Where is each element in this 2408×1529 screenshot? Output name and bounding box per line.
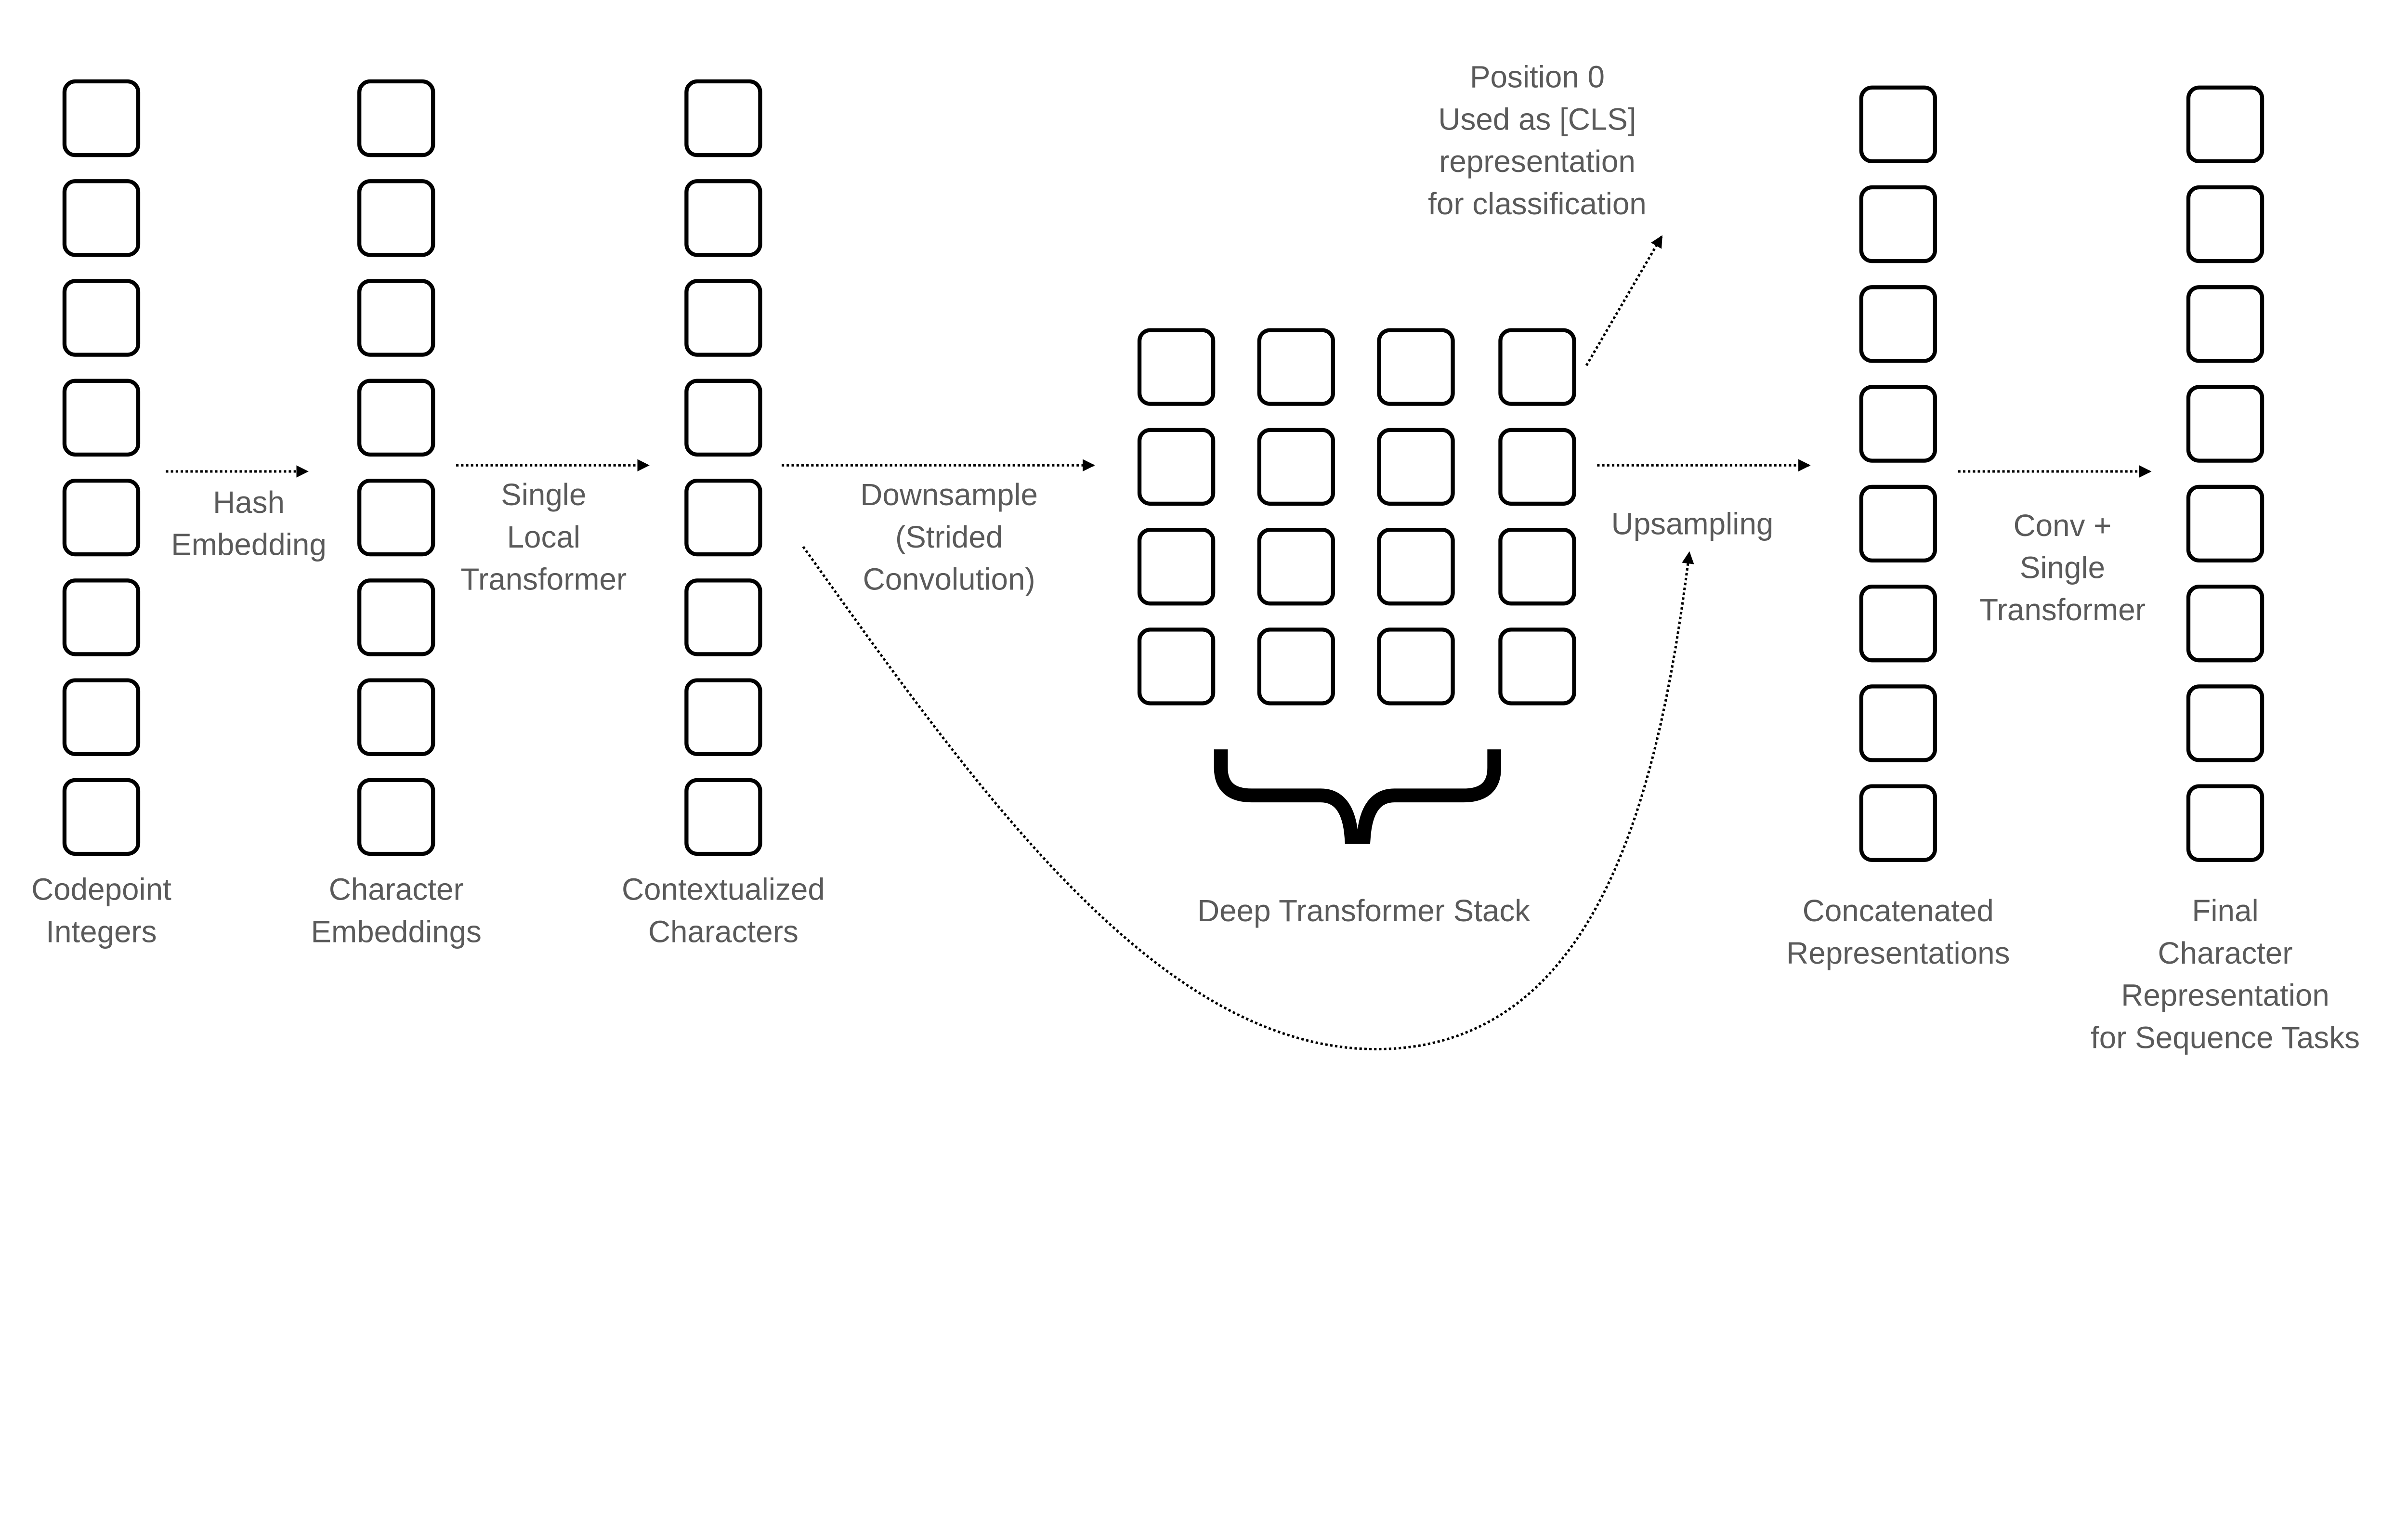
cls-note: for classification — [1428, 186, 1647, 221]
canine-architecture-diagram: CodepointIntegersCharacterEmbeddingsCont… — [31, 60, 2360, 1055]
downsample-label: Convolution) — [863, 562, 1035, 596]
vector-box-contextualized — [684, 678, 762, 756]
downsample-label: (Strided — [895, 520, 1003, 554]
vector-box-final — [2186, 784, 2264, 862]
residual-skip-arrow — [802, 546, 1694, 1051]
transformer-stack-box — [1257, 527, 1335, 606]
transformer-stack-box — [1377, 527, 1455, 606]
transformer-stack-box — [1137, 627, 1216, 706]
conv-transformer-label: Transformer — [1979, 592, 2146, 627]
vector-box-codepoint — [62, 678, 141, 756]
vector-box-contextualized — [684, 478, 762, 557]
transformer-stack-box — [1137, 527, 1216, 606]
stack-label: Deep Transformer Stack — [1197, 893, 1530, 928]
column-label-codepoint: Integers — [46, 914, 157, 949]
cls-note: Position 0 — [1470, 60, 1605, 94]
vector-box-concatenated — [1859, 85, 1937, 163]
vector-box-char-emb — [357, 279, 435, 357]
vector-box-contextualized — [684, 79, 762, 157]
local-transformer-label: Local — [507, 520, 580, 554]
vector-box-char-emb — [357, 79, 435, 157]
vector-box-concatenated — [1859, 185, 1937, 263]
cls-arrow — [1585, 235, 1663, 366]
vector-box-final — [2186, 85, 2264, 163]
transformer-stack-box — [1137, 328, 1216, 406]
vector-box-final — [2186, 584, 2264, 663]
transformer-stack-box — [1137, 428, 1216, 506]
labels: CodepointIntegersCharacterEmbeddingsCont… — [31, 60, 2360, 1055]
vector-box-char-emb — [357, 578, 435, 656]
vector-box-concatenated — [1859, 285, 1937, 363]
cls-note: Used as [CLS] — [1438, 102, 1636, 136]
column-label-final: for Sequence Tasks — [2091, 1020, 2360, 1055]
vector-box-codepoint — [62, 578, 141, 656]
transformer-stack-box — [1377, 328, 1455, 406]
vector-box-codepoint — [62, 79, 141, 157]
column-label-contextualized: Contextualized — [622, 872, 825, 907]
vector-box-concatenated — [1859, 784, 1937, 862]
local-transformer-label: Transformer — [460, 562, 627, 596]
vector-box-char-emb — [357, 678, 435, 756]
stack-brace — [1214, 749, 1502, 844]
vector-box-final — [2186, 684, 2264, 762]
vector-box-codepoint — [62, 379, 141, 457]
vector-box-codepoint — [62, 179, 141, 257]
transformer-stack-box — [1257, 428, 1335, 506]
upsampling-label: Upsampling — [1611, 507, 1774, 541]
vector-box-contextualized — [684, 179, 762, 257]
vector-box-final — [2186, 185, 2264, 263]
vector-box-concatenated — [1859, 684, 1937, 762]
vector-box-contextualized — [684, 578, 762, 656]
vector-box-final — [2186, 385, 2264, 463]
vector-box-contextualized — [684, 778, 762, 856]
vector-box-concatenated — [1859, 584, 1937, 663]
vector-box-final — [2186, 484, 2264, 563]
transformer-stack-box — [1498, 627, 1576, 706]
column-label-concatenated: Representations — [1786, 936, 2010, 970]
cls-note: representation — [1439, 144, 1636, 179]
transformer-stack-box — [1498, 328, 1576, 406]
vector-box-contextualized — [684, 379, 762, 457]
column-label-codepoint: Codepoint — [31, 872, 171, 907]
vector-boxes — [62, 79, 2264, 862]
vector-box-char-emb — [357, 179, 435, 257]
hash-embedding-label: Hash — [213, 485, 285, 520]
column-label-final: Representation — [2121, 978, 2329, 1013]
vector-box-codepoint — [62, 478, 141, 557]
vector-box-contextualized — [684, 279, 762, 357]
transformer-stack-box — [1377, 627, 1455, 706]
vector-box-final — [2186, 285, 2264, 363]
transformer-stack-box — [1498, 527, 1576, 606]
conv-transformer-label: Conv + — [2014, 508, 2112, 543]
column-label-concatenated: Concatenated — [1803, 893, 1994, 928]
hash-embedding-label: Embedding — [171, 527, 327, 562]
conv-transformer-label: Single — [2020, 550, 2105, 585]
vector-box-concatenated — [1859, 385, 1937, 463]
transformer-stack-box — [1257, 328, 1335, 406]
local-transformer-label: Single — [501, 477, 586, 512]
column-label-final: Character — [2158, 936, 2293, 970]
column-label-contextualized: Characters — [648, 914, 798, 949]
column-label-char-emb: Embeddings — [311, 914, 481, 949]
downsample-label: Downsample — [860, 477, 1038, 512]
transformer-stack-box — [1257, 627, 1335, 706]
vector-box-concatenated — [1859, 484, 1937, 563]
vector-box-char-emb — [357, 379, 435, 457]
transformer-stack-box — [1377, 428, 1455, 506]
column-label-char-emb: Character — [329, 872, 464, 907]
transformer-stack-box — [1498, 428, 1576, 506]
column-label-final: Final — [2192, 893, 2258, 928]
vector-box-codepoint — [62, 778, 141, 856]
vector-box-char-emb — [357, 778, 435, 856]
vector-box-char-emb — [357, 478, 435, 557]
vector-box-codepoint — [62, 279, 141, 357]
